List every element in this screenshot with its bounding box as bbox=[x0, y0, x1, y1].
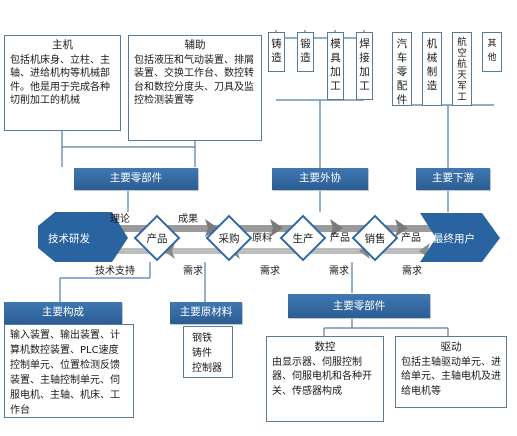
label-product2: 产品 bbox=[330, 233, 350, 244]
flow-end-shape bbox=[420, 213, 500, 262]
drive-title: 驱动 bbox=[440, 341, 462, 353]
raw-materials-box: 钢铁 铸件 控制器 bbox=[183, 326, 233, 378]
flow-end-label: 最终用户 bbox=[433, 233, 475, 245]
label-product1: 产品 bbox=[146, 233, 168, 245]
cnc-title: 数控 bbox=[314, 341, 336, 353]
diamond-product1 bbox=[133, 214, 181, 262]
outsource-forging: 锻造 bbox=[297, 32, 314, 72]
label-product3: 产品 bbox=[401, 233, 421, 244]
composition-box: 输入装置、输出装置、计算机数控装置、PLC速度控制单元、位置检测反馈装置、主轴控… bbox=[4, 324, 134, 418]
outsource-mold: 模具加工 bbox=[327, 32, 344, 100]
outsource-welding: 焊接加工 bbox=[356, 32, 373, 100]
band-composition: 主要构成 bbox=[4, 302, 122, 324]
label-raw-material: 原料 bbox=[252, 233, 272, 244]
drive-box: 驱动 包括主轴驱动单元、进给单元、主轴电机及进给电机等 bbox=[395, 336, 507, 408]
label-demand3: 需求 bbox=[329, 266, 349, 277]
label-demand1: 需求 bbox=[183, 266, 203, 277]
band-main-parts-bottom: 主要零部件 bbox=[288, 294, 430, 318]
label-theory: 理论 bbox=[110, 214, 130, 225]
band-main-parts: 主要零部件 bbox=[74, 168, 198, 190]
label-demand4: 需求 bbox=[402, 266, 422, 277]
label-demand2: 需求 bbox=[260, 266, 280, 277]
outsource-casting: 铸造 bbox=[268, 32, 285, 72]
label-purchase: 采购 bbox=[218, 233, 240, 245]
band-raw-materials: 主要原材料 bbox=[170, 302, 242, 324]
diamond-sales bbox=[351, 214, 399, 262]
drive-body: 包括主轴驱动单元、进给单元、主轴电机及进给电机等 bbox=[401, 356, 501, 397]
label-sales: 销售 bbox=[364, 233, 386, 245]
main-unit-body: 包括机床身、立柱、主轴、进给机构等机械部件。他是用于完成各种切削加工的机械 bbox=[10, 54, 110, 107]
main-unit-title: 主机 bbox=[52, 39, 73, 51]
diamond-purchase bbox=[205, 214, 253, 262]
raw-item-steel: 钢铁 bbox=[192, 333, 212, 344]
band-outsource: 主要外协 bbox=[272, 168, 368, 190]
downstream-other: 其他 bbox=[482, 32, 502, 72]
cnc-body: 由显示器、伺服控制器、伺服电机和各种开关、传感器构成 bbox=[272, 356, 372, 397]
diamond-production bbox=[279, 214, 327, 262]
aux-unit-body: 包括液压和气动装置、排屑装置、交换工作台、数控转台和数控分度头、刀具及监控检测装… bbox=[134, 54, 254, 107]
label-production: 生产 bbox=[292, 233, 314, 245]
main-unit-box: 主机 包括机床身、立柱、主轴、进给机构等机械部件。他是用于完成各种切削加工的机械 bbox=[4, 35, 121, 131]
band-downstream: 主要下游 bbox=[416, 168, 490, 190]
raw-item-controller: 控制器 bbox=[192, 363, 222, 374]
flow-start-label: 技术研发 bbox=[48, 233, 90, 245]
aux-unit-title: 辅助 bbox=[184, 39, 206, 51]
label-tech-support: 技术支持 bbox=[95, 266, 135, 277]
downstream-aerospace: 航空航天军工 bbox=[452, 32, 472, 106]
raw-item-casting: 铸件 bbox=[192, 348, 212, 359]
cnc-box: 数控 由显示器、伺服控制器、伺服电机和各种开关、传感器构成 bbox=[266, 336, 384, 422]
aux-unit-box: 辅助 包括液压和气动装置、排屑装置、交换工作台、数控转台和数控分度头、刀具及监控… bbox=[128, 35, 262, 141]
flow-start-shape bbox=[38, 212, 128, 262]
downstream-machinery: 机械制造 bbox=[422, 32, 442, 106]
downstream-auto: 汽车零配件 bbox=[392, 32, 412, 106]
composition-body: 输入装置、输出装置、计算机数控装置、PLC速度控制单元、位置检测反馈装置、主轴控… bbox=[10, 330, 120, 416]
label-result: 成果 bbox=[178, 214, 198, 225]
